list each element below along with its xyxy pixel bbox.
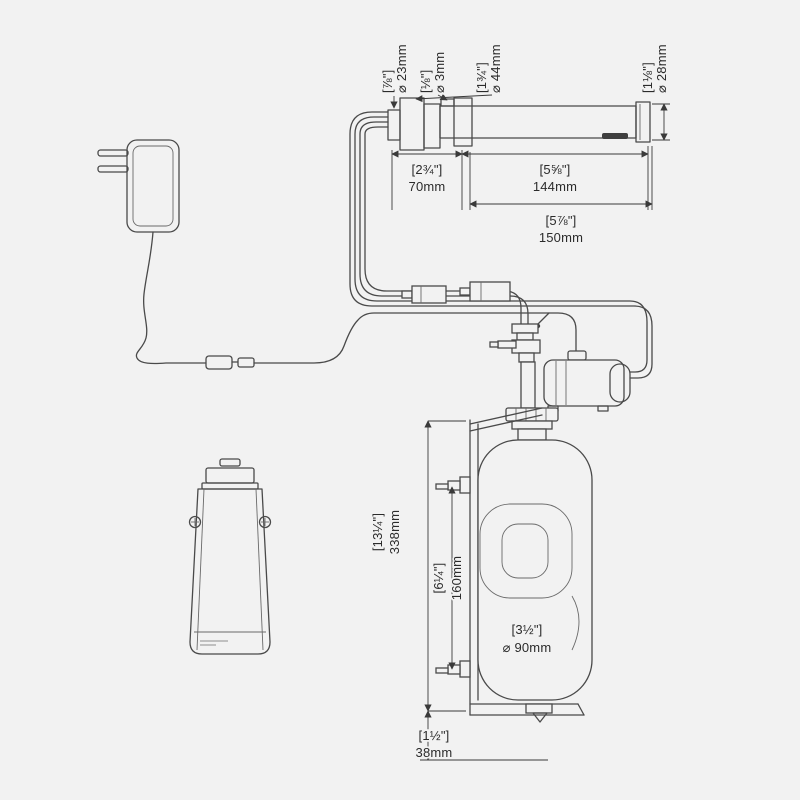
container-brand-mark [200, 640, 228, 646]
spout-escutcheon-ring [453, 97, 473, 147]
dim-base-length-mm: 70mm [409, 179, 446, 194]
pump-foot-right [597, 405, 609, 412]
tube-bundle [349, 111, 653, 379]
mount-barb-bottom [435, 660, 471, 678]
dim-escutcheon-mm: ⌀ 44mm [488, 44, 503, 93]
dim-sensor-tube-inch: [⅛"] [418, 70, 433, 93]
valve-fitting [489, 312, 550, 409]
bracket-foot-lip [577, 703, 585, 716]
dim-bottle-diameter-mm: ⌀ 90mm [503, 640, 552, 655]
bracket-top-arm-a [469, 407, 543, 425]
dim-spout-mm: ⌀ 28mm [654, 44, 669, 93]
nozzle-tip [532, 712, 548, 723]
plug-pin-top [97, 149, 129, 157]
dim-overall-length-mm: 150mm [539, 230, 583, 245]
spout-nut [423, 103, 441, 149]
spout-shank [387, 109, 401, 141]
dim-clearance-mm: 38mm [416, 745, 453, 760]
dim-reach-mm: 144mm [533, 179, 577, 194]
leader-escutcheon [415, 94, 493, 103]
mount-barb-top [435, 476, 471, 494]
container-screw-left [188, 515, 202, 529]
dim-reach-inch: [5⅝"] [540, 162, 571, 177]
inline-connector-2-tip [459, 287, 471, 296]
bracket-top-arm-b [469, 414, 543, 432]
neck [517, 428, 547, 441]
cord-connector-male [237, 357, 255, 368]
bottle-contour [571, 595, 580, 651]
sensor-spout [387, 97, 651, 151]
container-screw-right [258, 515, 272, 529]
spout-end-cap [635, 101, 651, 143]
inline-connector-2 [469, 281, 511, 302]
refill-container [188, 458, 272, 655]
dim-base-length-inch: [2¾"] [412, 162, 443, 177]
pump-body [543, 359, 625, 407]
tube-2a [359, 121, 529, 325]
sensor-window [602, 133, 628, 139]
bottle-neck [505, 407, 559, 441]
dim-mount-spacing-mm: 160mm [449, 556, 464, 600]
dim-mount-spacing-inch: [6¼"] [431, 563, 446, 594]
cord-connector-female [205, 355, 233, 370]
container-cap-flange [201, 482, 259, 490]
dimension-annotations: [⅞"] ⌀ 23mm [⅛"] ⌀ 3mm [1¾"] ⌀ 44mm [1⅛"… [368, 42, 671, 761]
spout-flange [399, 97, 425, 151]
fitting-down-tube [520, 361, 536, 409]
dim-overall-height-inch: [13¼"] [370, 513, 385, 551]
pump-motor-cap [609, 363, 631, 403]
dim-shank-inch: [⅞"] [380, 70, 395, 93]
tube-1a [349, 111, 653, 379]
dim-bottle-diameter-inch: [3½"] [512, 622, 543, 637]
power-adapter [97, 139, 577, 370]
inline-connector-1 [411, 285, 447, 304]
container-knob [219, 458, 241, 467]
dim-overall-height-mm: 338mm [387, 510, 402, 554]
fitting-side-port [497, 340, 517, 349]
bottle-grip-inner [501, 523, 549, 579]
plug-pin-bottom [97, 165, 129, 173]
fitting-lower [518, 352, 535, 363]
dim-clearance-inch: [1½"] [419, 728, 450, 743]
dim-spout-inch: [1⅛"] [640, 62, 655, 93]
dim-sensor-tube-mm: ⌀ 3mm [432, 52, 447, 93]
fitting-mid [516, 332, 534, 341]
valve-lever [537, 312, 550, 325]
bottle-body [477, 439, 593, 701]
dim-overall-length-inch: [5⅞"] [546, 213, 577, 228]
cap-collar [511, 420, 553, 430]
tube-2b [364, 126, 522, 325]
inline-connector-1-tip [401, 290, 413, 299]
pump-unit [543, 350, 631, 412]
dim-escutcheon-inch: [1¾"] [474, 62, 489, 93]
nozzle-base [525, 703, 553, 714]
soap-bottle [477, 439, 593, 723]
power-cable-to-pump [253, 312, 577, 364]
fitting-top [511, 323, 539, 334]
adapter-cord [135, 231, 207, 365]
adapter-body [126, 139, 180, 233]
fitting-side-tip [489, 341, 499, 348]
adapter-body-inner [132, 145, 174, 227]
tube-1b [354, 116, 648, 373]
container-body [189, 488, 271, 655]
dim-shank-mm: ⌀ 23mm [394, 44, 409, 93]
container-cap [205, 467, 255, 484]
pump-cable-port [567, 350, 587, 361]
sensor-cable-tube [440, 98, 455, 107]
bottle-grip-outer [479, 503, 573, 599]
